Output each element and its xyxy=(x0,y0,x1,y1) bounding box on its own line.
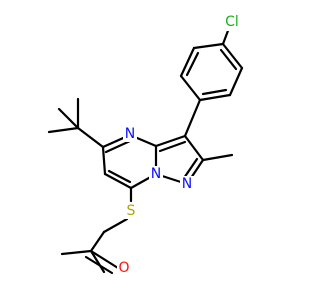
chlorine-label: Cl xyxy=(225,14,239,30)
bond xyxy=(89,249,106,274)
bond xyxy=(47,126,80,134)
bond xyxy=(154,134,187,148)
bond xyxy=(228,66,244,97)
bond xyxy=(102,217,129,234)
bridgehead-nitrogen-label: N xyxy=(151,166,161,182)
bond xyxy=(198,93,232,102)
bond xyxy=(179,74,202,102)
bond xyxy=(89,230,106,253)
bridgehead-nitrogen-atom: N xyxy=(149,166,163,182)
sulfur-atom: S xyxy=(124,203,138,219)
bond xyxy=(101,145,107,176)
bond xyxy=(221,42,244,70)
bond xyxy=(84,255,114,275)
bond xyxy=(107,169,132,184)
bond xyxy=(192,42,225,50)
molecule-structure: Cl N N N S O xyxy=(47,13,244,276)
pyrimidine-nitrogen-atom: N xyxy=(123,126,137,142)
atom-label-layer: Cl N N N S O xyxy=(117,13,242,276)
bond xyxy=(89,249,120,270)
oxygen-atom: O xyxy=(117,260,132,276)
pyrazole-nitrogen-label: N xyxy=(182,176,192,192)
chlorine-atom: Cl xyxy=(221,13,242,31)
sulfur-label: S xyxy=(127,203,136,219)
bond xyxy=(219,48,238,71)
bond xyxy=(183,98,202,138)
bond xyxy=(182,157,199,180)
pyrazole-nitrogen-atom: N xyxy=(180,176,194,192)
bond xyxy=(60,249,93,256)
oxygen-label: O xyxy=(118,260,129,276)
bond xyxy=(179,46,196,78)
bond xyxy=(158,140,187,153)
molecule-svg: Cl N N N S O xyxy=(47,13,244,276)
bond xyxy=(185,51,200,77)
bond xyxy=(76,126,105,149)
bond xyxy=(201,153,234,162)
bond xyxy=(201,88,228,96)
pyrimidine-nitrogen-label: N xyxy=(125,126,135,142)
bond xyxy=(104,139,132,154)
bond-layer xyxy=(47,26,244,275)
bond xyxy=(183,134,205,162)
bond xyxy=(57,107,80,130)
bond xyxy=(103,172,133,190)
